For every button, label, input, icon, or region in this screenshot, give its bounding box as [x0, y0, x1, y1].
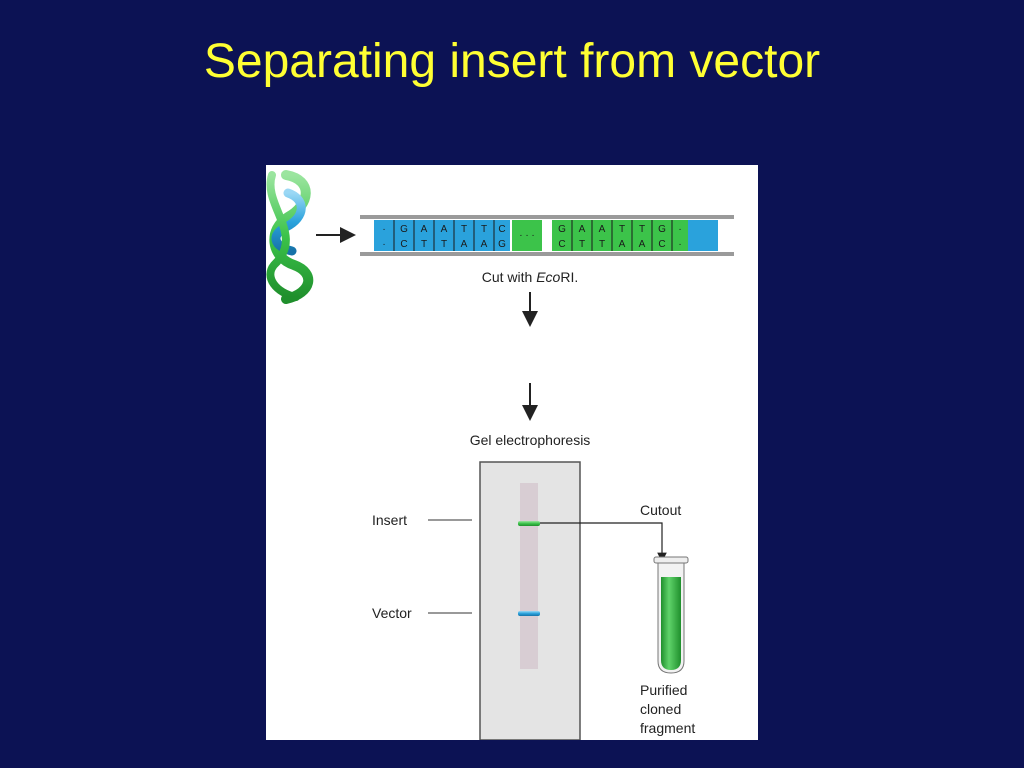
cutout-label: Cutout: [640, 502, 681, 518]
base-right-top-2: A: [599, 224, 606, 235]
slide-title: Separating insert from vector: [203, 35, 821, 88]
base-left-bottom-2: T: [421, 239, 427, 250]
base-right-bottom-6: ·: [678, 239, 681, 250]
plasmid-supercoil: [266, 170, 314, 304]
base-left-bottom-5: A: [481, 239, 488, 250]
base-right-top-4: T: [639, 224, 645, 235]
product-label-line1: Purified: [640, 682, 687, 698]
base-right-top-0: G: [558, 224, 566, 235]
vector-label: Vector: [372, 605, 412, 621]
dna-sequence: · G A A T T C · C T T A A G · · · G A A …: [360, 215, 734, 256]
base-left-top-3: A: [441, 224, 448, 235]
base-right-top-3: T: [619, 224, 625, 235]
base-left-top-2: A: [421, 224, 428, 235]
base-right-top-6: ·: [678, 224, 681, 235]
base-right-top-5: G: [658, 224, 666, 235]
base-right-bottom-4: A: [639, 239, 646, 250]
step-cut-label: Cut with EcoRI.: [482, 269, 578, 285]
base-left-top-1: G: [400, 224, 408, 235]
product-label-line3: fragment: [640, 720, 695, 736]
base-left-top-5: T: [481, 224, 487, 235]
gel-box: [479, 461, 581, 740]
base-left-bottom-3: T: [441, 239, 447, 250]
base-left-bottom-1: C: [400, 239, 407, 250]
base-right-bottom-3: A: [619, 239, 626, 250]
base-left-bottom-0: ·: [382, 239, 385, 250]
insert-band: [518, 521, 540, 526]
product-label-line2: cloned: [640, 701, 681, 717]
base-left-top-0: ·: [382, 224, 385, 235]
base-left-top-4: T: [461, 224, 467, 235]
step-gel-label: Gel electrophoresis: [470, 432, 591, 448]
dna-fragments: [308, 299, 757, 392]
base-left-bottom-4: A: [461, 239, 468, 250]
base-left-bottom-6: G: [498, 239, 506, 250]
base-right-top-1: A: [579, 224, 586, 235]
base-right-bottom-2: T: [599, 239, 605, 250]
insert-label: Insert: [372, 512, 407, 528]
cloning-diagram: · G A A T T C · C T T A A G · · · G A A …: [266, 170, 757, 740]
figure-panel: · G A A T T C · C T T A A G · · · G A A …: [266, 165, 758, 740]
sequence-ellipsis: · · ·: [519, 230, 535, 241]
base-left-top-6: C: [498, 224, 505, 235]
vector-band: [518, 611, 540, 616]
base-right-bottom-1: T: [579, 239, 585, 250]
cutout-arrow: [540, 522, 667, 563]
base-right-bottom-0: C: [558, 239, 565, 250]
gel-lane: [520, 483, 538, 669]
test-tube: [653, 556, 689, 674]
base-right-bottom-5: C: [658, 239, 665, 250]
